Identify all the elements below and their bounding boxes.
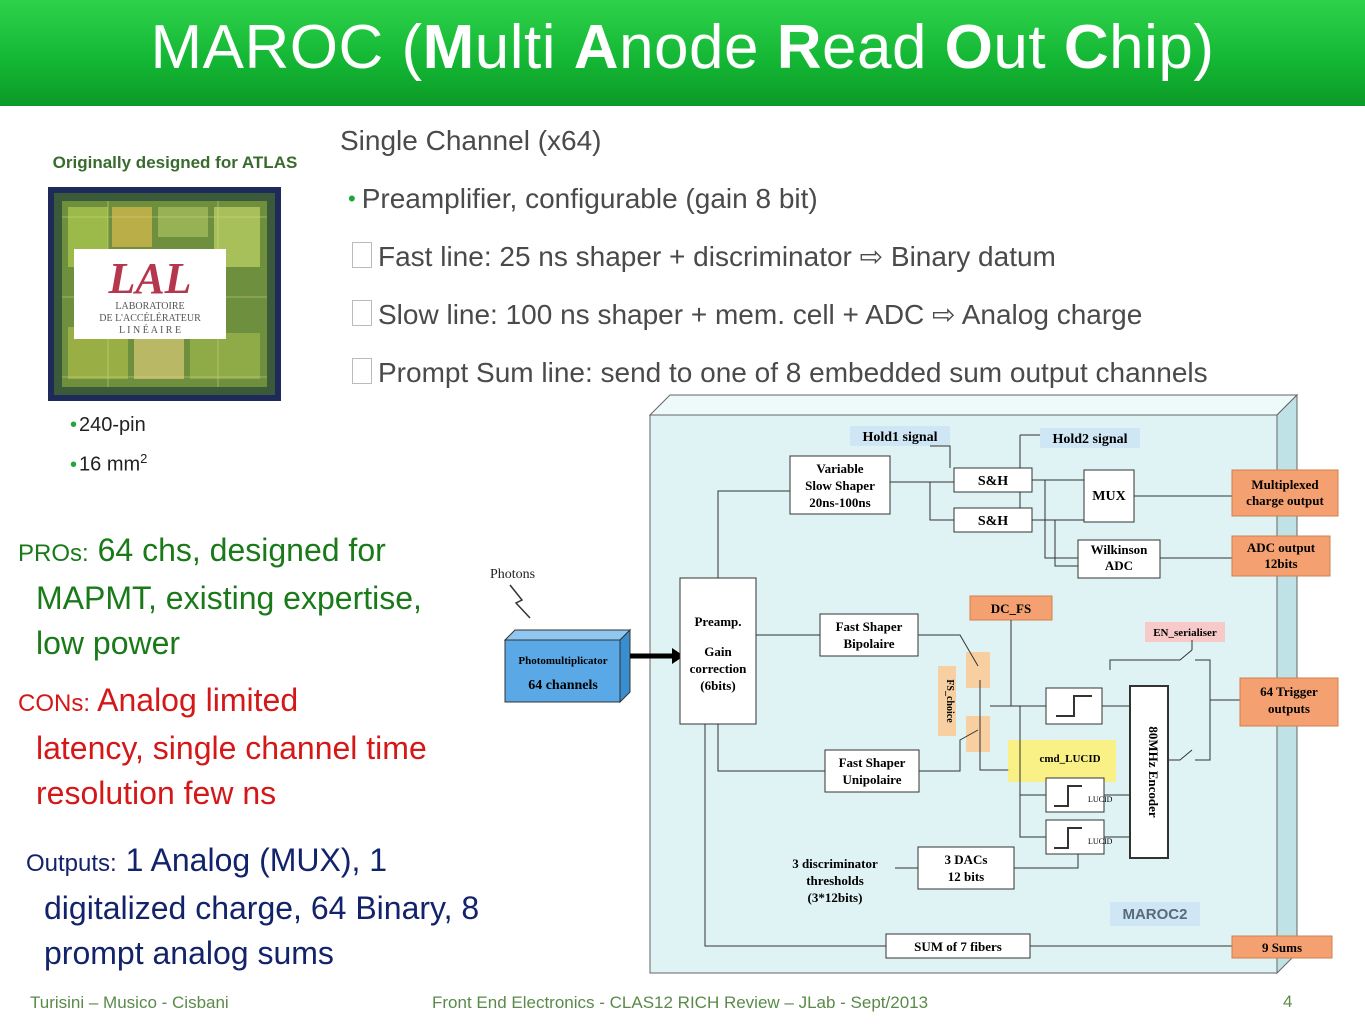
title-part: ulti [474,13,574,82]
svg-text:(6bits): (6bits) [700,678,735,693]
sample-hold-1 [953,467,1033,493]
wilkinson-adc-box [1077,539,1161,579]
svg-text:20ns-100ns: 20ns-100ns [809,495,870,510]
chip-logo-line2: DE L'ACCÉLÉRATEUR [99,312,201,324]
svg-text:Gain: Gain [704,644,732,659]
preamp-bullet: •Preamplifier, configurable (gain 8 bit) [348,183,818,214]
title-part: M [422,13,475,82]
adc-output [1231,535,1331,577]
svg-text:Multiplexed: Multiplexed [1251,477,1319,492]
chip-die-image: LAL LABORATOIRE DE L'ACCÉLÉRATEUR L I N … [48,187,281,401]
chip-spec-area: •16 mm2 [70,451,148,476]
trigger-outputs [1239,677,1339,727]
fast-shaper-bipolar-box [819,613,919,657]
svg-text:correction: correction [690,661,748,676]
title-part: O [944,13,994,82]
page-number: 4 [1283,992,1293,1011]
title-part: node [619,13,777,82]
dc-fs-box [969,595,1053,621]
svg-text:charge output: charge output [1246,493,1324,508]
title-part: hip) [1109,13,1215,82]
svg-text:FS_choice: FS_choice [944,679,955,723]
title-part: MAROC ( [150,13,423,82]
chip-caption: Originally designed for ATLAS [52,153,298,172]
svg-text:3 discriminator: 3 discriminator [792,856,878,871]
fs-choice-box [938,666,956,736]
svg-text:EN_serialiser: EN_serialiser [1153,627,1217,639]
svg-text:cmd_LUCID: cmd_LUCID [1039,753,1100,765]
chip-logo-line3: L I N É A I R E [119,324,181,336]
svg-text:12bits: 12bits [1264,556,1297,571]
svg-text:Fast Shaper: Fast Shaper [839,755,906,770]
chip-logo-letters: LAL [107,254,191,303]
cons-block: CONs: Analog limited latency, single cha… [18,682,427,811]
hold1-label: Hold1 signal [862,430,937,445]
svg-text:SUM of 7 fibers: SUM of 7 fibers [914,939,1002,954]
photons-label: Photons [490,567,535,582]
svg-text:Preamp.: Preamp. [694,614,741,629]
svg-text:Fast Shaper: Fast Shaper [836,619,903,634]
svg-text:MUX: MUX [1092,489,1125,504]
svg-text:S&H: S&H [978,474,1008,489]
channel-features: Single Channel (x64) •Preamplifier, conf… [340,112,1208,402]
svg-text:Wilkinson: Wilkinson [1091,542,1149,557]
hold2-label: Hold2 signal [1052,432,1127,447]
svg-text:Photomultiplicator: Photomultiplicator [518,655,607,667]
svg-text:80MHz Encoder: 80MHz Encoder [1146,726,1161,818]
multiplexed-charge-output [1231,469,1339,517]
title-bar: MAROC (Multi Anode Read Out Chip) [0,0,1365,106]
svg-text:3 DACs: 3 DACs [945,852,988,867]
sums-output [1231,935,1333,959]
title-part: R [776,13,822,82]
svg-text:LUCID: LUCID [1088,837,1113,846]
svg-text:9 Sums: 9 Sums [1262,940,1302,955]
preamp-box [679,577,757,725]
outputs-block: Outputs: 1 Analog (MUX), 1 digitalized c… [26,842,480,971]
title-part: ead [822,13,945,82]
slide-title: MAROC (Multi Anode Read Out Chip) [0,12,1365,83]
en-serialiser-box [1145,622,1225,642]
svg-text:LUCID: LUCID [1088,795,1113,804]
footer-authors: Turisini – Musico - Cisbani [30,993,229,1012]
footer-event: Front End Electronics - CLAS12 RICH Revi… [432,993,929,1012]
svg-text:ADC: ADC [1105,558,1133,573]
svg-text:(3*12bits): (3*12bits) [808,890,863,905]
slow-line-item: Slow line: 100 ns shaper + mem. cell + A… [340,286,1208,344]
pros-block: PROs: 64 chs, designed for MAPMT, existi… [18,532,422,661]
photomultiplicator-box [504,639,621,703]
chip-spec-pins: •240-pin [70,414,146,436]
svg-text:Variable: Variable [816,461,863,476]
mux-box [1083,469,1135,523]
svg-text:64 channels: 64 channels [528,678,598,693]
svg-text:outputs: outputs [1268,701,1310,716]
title-part: ut [993,13,1064,82]
svg-text:S&H: S&H [978,514,1008,529]
channel-heading: Single Channel (x64) [340,125,602,156]
slow-shaper-box [789,455,891,515]
svg-text:ADC output: ADC output [1247,540,1316,555]
svg-text:DC_FS: DC_FS [991,601,1031,616]
svg-text:thresholds: thresholds [806,873,864,888]
svg-text:Bipolaire: Bipolaire [843,636,894,651]
chip-specs: •240-pin •16 mm2 [70,408,147,482]
maroc-block-diagram: Photons Photomultiplicator 64 channels P… [490,393,1339,975]
svg-text:Slow Shaper: Slow Shaper [805,478,875,493]
fast-line-item: Fast line: 25 ns shaper + discriminator … [340,228,1208,286]
title-part: A [573,13,620,82]
maroc2-label: MAROC2 [1122,906,1187,923]
cmd-lucid-box [1008,740,1116,782]
chip-logo-line1: LABORATOIRE [115,301,184,312]
svg-text:64 Trigger: 64 Trigger [1260,684,1318,699]
svg-text:12 bits: 12 bits [948,869,984,884]
svg-text:Unipolaire: Unipolaire [843,772,902,787]
title-part: C [1063,13,1110,82]
encoder-box [1129,685,1169,859]
prompt-sum-item: Prompt Sum line: send to one of 8 embedd… [340,344,1208,402]
